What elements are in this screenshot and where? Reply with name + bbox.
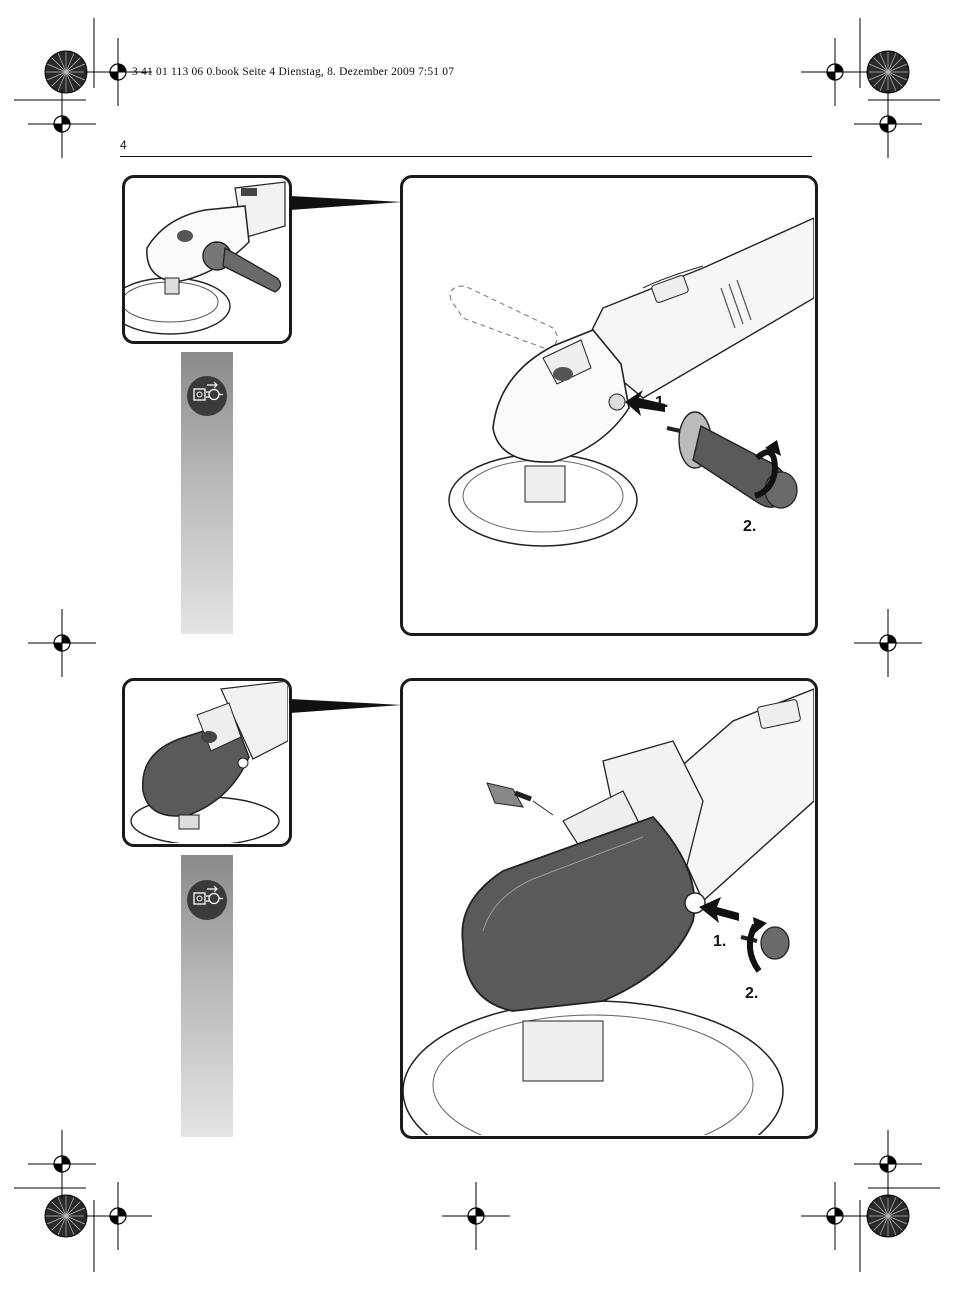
unplug-before-work-icon <box>187 880 227 920</box>
step-2-label: 2. <box>745 985 759 1002</box>
guard-screw-mount-illustration <box>403 688 814 1135</box>
unplug-before-work-icon <box>187 376 227 416</box>
header-rule <box>120 156 812 157</box>
zoom-leader <box>290 196 402 210</box>
step-1-label: 1. <box>655 394 669 411</box>
side-handle-panel: 1. 2. <box>400 175 818 636</box>
page-number: 4 <box>120 138 127 152</box>
side-handle-mount-illustration <box>448 217 814 547</box>
step-1-label: 1. <box>713 933 727 950</box>
print-header: 3 41 01 113 06 0.book Seite 4 Dienstag, … <box>132 66 455 78</box>
polisher-overview-icon <box>130 681 288 843</box>
overview-thumbnail <box>122 175 292 344</box>
polisher-overview-icon <box>125 181 286 335</box>
step-2-label: 2. <box>743 518 757 535</box>
zoom-leader <box>290 699 402 713</box>
overview-thumbnail <box>122 678 292 847</box>
guard-screw-panel: 1. 2. <box>400 678 818 1139</box>
